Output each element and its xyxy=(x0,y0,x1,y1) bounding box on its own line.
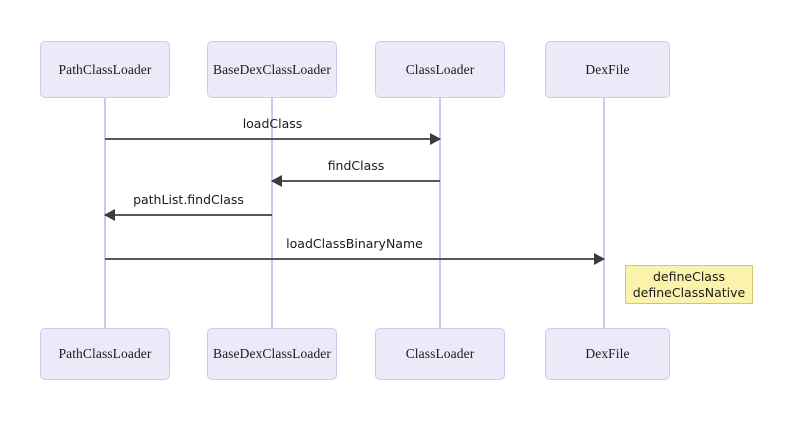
participant-header-classloader[interactable]: ClassLoader xyxy=(375,41,505,98)
participant-label: ClassLoader xyxy=(405,346,475,361)
message-line xyxy=(105,138,440,140)
message-label: pathList.findClass xyxy=(133,192,244,207)
participant-header-basedexclassloader[interactable]: BaseDexClassLoader xyxy=(207,41,337,98)
message-label: findClass xyxy=(327,158,385,173)
message-label: loadClassBinaryName xyxy=(286,236,423,251)
participant-label: DexFile xyxy=(585,61,630,77)
participant-label: DexFile xyxy=(585,346,630,361)
participant-label: BaseDexClassLoader xyxy=(212,346,331,361)
arrowhead-left-icon xyxy=(271,175,282,187)
arrowhead-right-icon xyxy=(430,133,441,145)
message-label: loadClass xyxy=(242,116,303,131)
note-defineclass[interactable]: defineClass defineClassNative xyxy=(625,265,753,304)
participant-footer-pathclassloader[interactable]: PathClassLoader xyxy=(40,328,170,380)
participant-label: PathClassLoader xyxy=(58,346,152,361)
participant-label: PathClassLoader xyxy=(58,61,152,77)
participant-footer-dexfile[interactable]: DexFile xyxy=(545,328,670,380)
lifeline-classloader xyxy=(439,98,441,329)
participant-label: ClassLoader xyxy=(405,61,475,77)
arrowhead-right-icon xyxy=(594,253,605,265)
note-line-1: defineClass xyxy=(653,268,725,284)
note-line-2: defineClassNative xyxy=(632,284,746,300)
participant-header-pathclassloader[interactable]: PathClassLoader xyxy=(40,41,170,98)
message-line xyxy=(105,214,272,216)
message-line xyxy=(272,180,440,182)
message-line xyxy=(105,258,604,260)
participant-header-dexfile[interactable]: DexFile xyxy=(545,41,670,98)
participant-footer-basedexclassloader[interactable]: BaseDexClassLoader xyxy=(207,328,337,380)
lifeline-dexfile xyxy=(603,98,605,329)
participant-label: BaseDexClassLoader xyxy=(212,61,331,77)
participant-footer-classloader[interactable]: ClassLoader xyxy=(375,328,505,380)
lifeline-basedexclassloader xyxy=(271,98,273,329)
arrowhead-left-icon xyxy=(104,209,115,221)
